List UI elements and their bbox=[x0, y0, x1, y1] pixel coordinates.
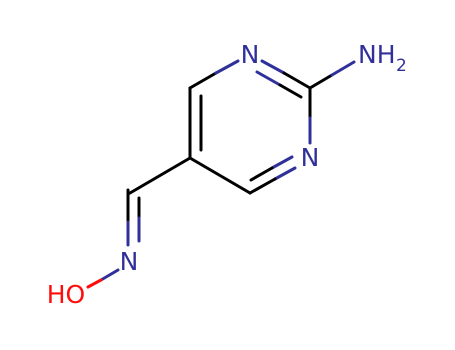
bond-c2-nh2-carbon bbox=[308, 73, 334, 90]
bond-n1-c2-carbon bbox=[282, 71, 312, 90]
bond-n3-c4-inner-carbon bbox=[249, 166, 274, 182]
bond-c6-n1-carbon bbox=[188, 71, 218, 90]
bond-n3-c4-carbon bbox=[248, 177, 277, 195]
bond-c2-nh2-nitrogen bbox=[330, 60, 356, 77]
atom-label-hydroxyl: HO bbox=[47, 280, 85, 309]
pyrimidine-ring bbox=[188, 59, 312, 195]
amine-group bbox=[308, 60, 356, 90]
bond-c4-c5 bbox=[188, 156, 252, 195]
atom-label-amine: NH bbox=[358, 40, 396, 69]
bond-n-o-oxygen bbox=[86, 278, 103, 289]
bond-n1-c2-nitrogen bbox=[260, 59, 286, 75]
bond-n1-c2-inner-carbon bbox=[278, 83, 303, 99]
bond-c5-ch bbox=[128, 156, 192, 195]
oxime-group bbox=[86, 156, 192, 289]
atom-label-amine-subscript: 2 bbox=[396, 56, 407, 76]
bond-n1-c2-inner-nitrogen bbox=[255, 70, 282, 87]
bond-n3-c4-nitrogen bbox=[273, 166, 297, 181]
bond-c6-n1-nitrogen bbox=[214, 59, 240, 75]
atom-label-oxime-n: N bbox=[120, 247, 139, 276]
bond-n3-c4-inner-nitrogen bbox=[270, 155, 294, 170]
atom-label-ring-n-top: N bbox=[241, 40, 260, 69]
atom-label-ring-n-right: N bbox=[301, 143, 320, 172]
bond-n-o-nitrogen bbox=[99, 268, 120, 282]
